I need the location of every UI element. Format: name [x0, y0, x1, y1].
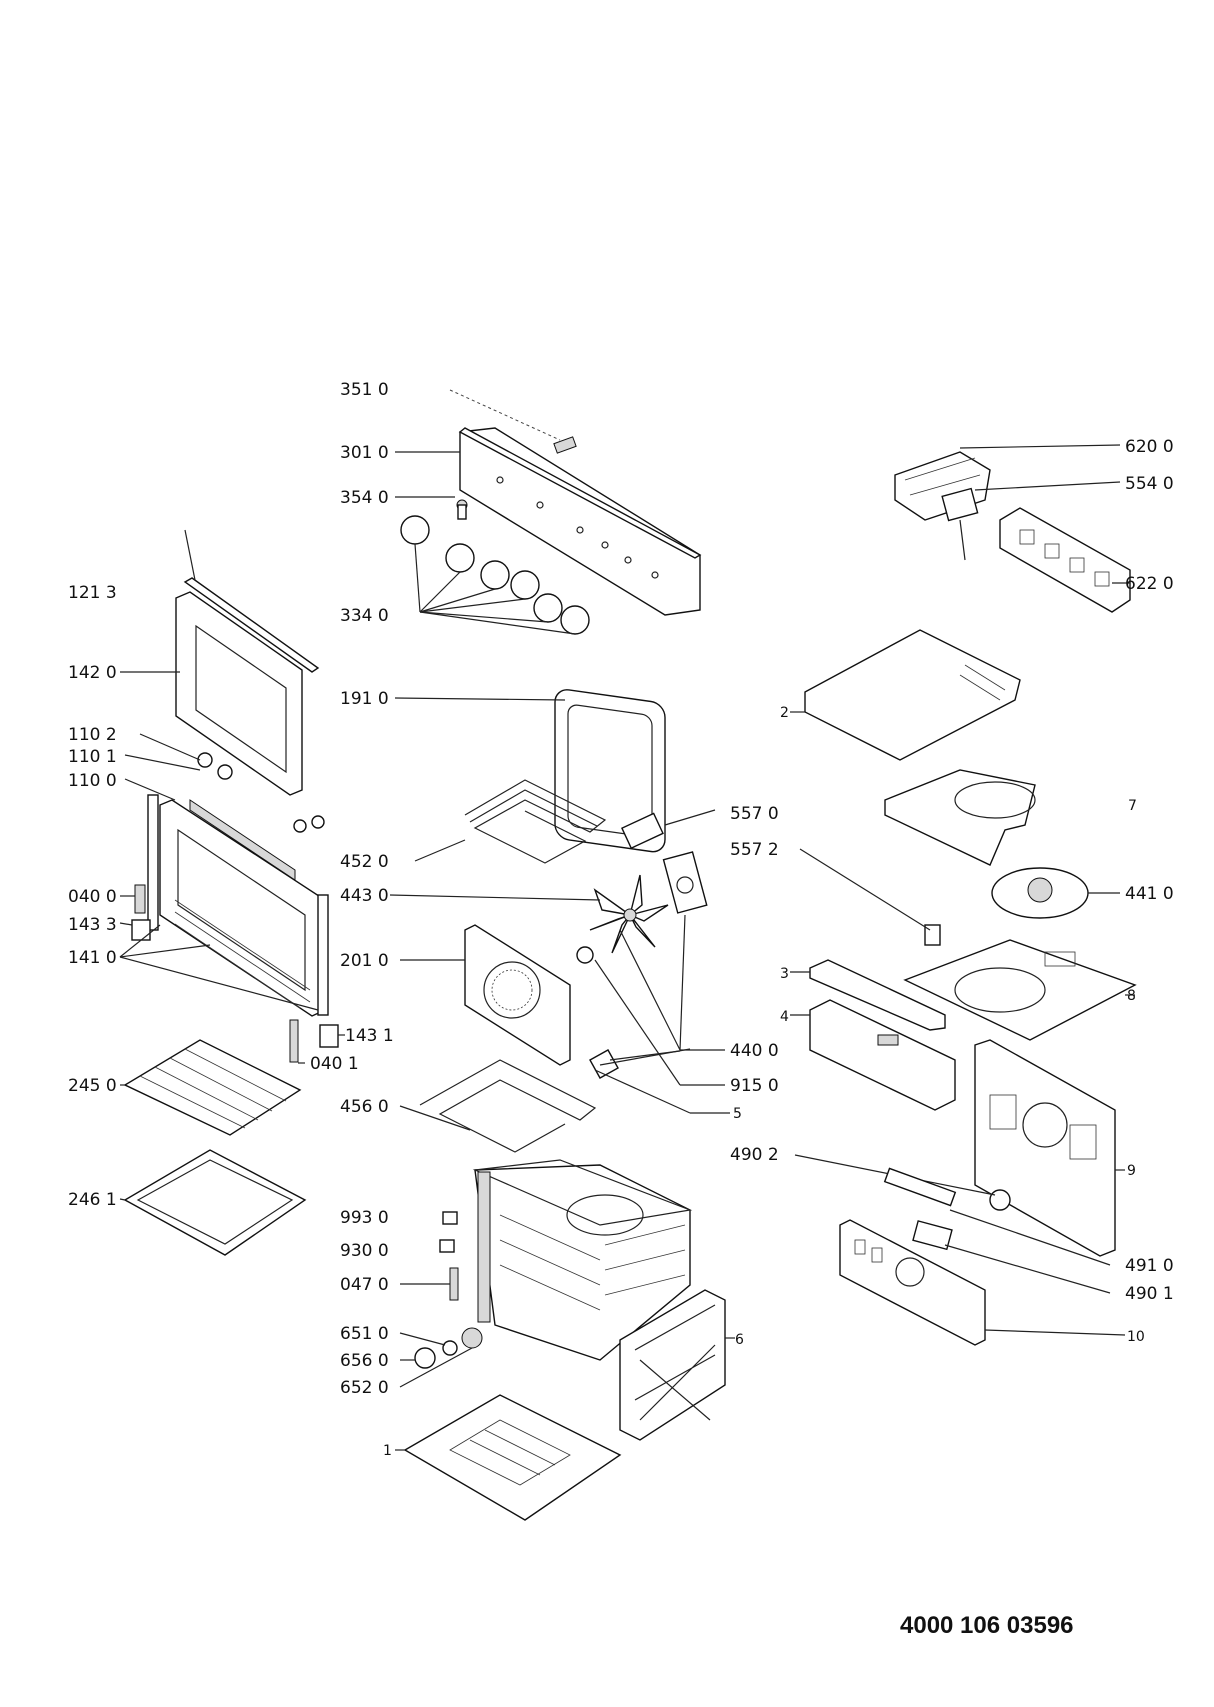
- switch-620: [894, 444, 1121, 521]
- label-040-0: 040 0: [68, 887, 117, 907]
- label-656-0: 656 0: [340, 1351, 389, 1371]
- label-620-0: 620 0: [1125, 437, 1174, 457]
- door-gasket-191: [394, 689, 666, 853]
- hinges-040-143: [131, 884, 339, 1063]
- label-491-0: 491 0: [1125, 1256, 1174, 1276]
- label-452-0: 452 0: [340, 852, 389, 872]
- label-651-0: 651 0: [340, 1324, 389, 1344]
- lamp-557: [621, 809, 716, 850]
- screw-351: [449, 389, 577, 454]
- rail-3: [790, 959, 946, 1031]
- fan-shroud-7: [884, 769, 1036, 866]
- outer-door-glass-142: [175, 591, 303, 796]
- inner-door-panel-141: [159, 799, 326, 1017]
- label-142-0: 142 0: [68, 663, 117, 683]
- bracket-557-2: [799, 848, 941, 946]
- label-490-1: 490 1: [1125, 1284, 1174, 1304]
- rear-panel-9: [974, 1039, 1125, 1257]
- label-7: 7: [1128, 798, 1137, 814]
- label-456-0: 456 0: [340, 1097, 389, 1117]
- circular-element-456: [399, 1049, 619, 1153]
- label-040-1: 040 1: [310, 1054, 359, 1074]
- top-cover-2: [790, 629, 1021, 761]
- label-652-0: 652 0: [340, 1378, 389, 1398]
- fan-motor-557-2: [662, 851, 708, 914]
- label-301-0: 301 0: [340, 443, 389, 463]
- label-2: 2: [780, 705, 789, 721]
- label-8: 8: [1127, 988, 1136, 1004]
- label-441-0: 441 0: [1125, 884, 1174, 904]
- label-5: 5: [733, 1106, 742, 1122]
- thermostat-knob-651-656-652: [399, 1327, 483, 1388]
- wire-rack-245: [120, 1039, 302, 1136]
- label-443-0: 443 0: [340, 886, 389, 906]
- fan-cover-201: [400, 924, 571, 1066]
- label-490-2: 490 2: [730, 1145, 779, 1165]
- small-parts-993-930-047: [400, 1211, 459, 1301]
- label-141-0: 141 0: [68, 948, 117, 968]
- label-4: 4: [780, 1009, 789, 1025]
- bottom-panel-1: [395, 1394, 622, 1521]
- switch-554: [941, 481, 1121, 561]
- label-121-3: 121 3: [68, 583, 117, 603]
- label-622-0: 622 0: [1125, 574, 1174, 594]
- label-557-0: 557 0: [730, 804, 779, 824]
- callout-lines-left: [119, 529, 345, 1064]
- terminal-block-491: [883, 1167, 1111, 1266]
- callout-lines-center: [594, 914, 730, 1114]
- side-panel-6: [619, 1289, 735, 1441]
- label-554-0: 554 0: [1125, 474, 1174, 494]
- part-490-1: [912, 1220, 1111, 1294]
- label-9: 9: [1127, 1163, 1136, 1179]
- label-201-0: 201 0: [340, 951, 389, 971]
- knobs-334: [400, 515, 590, 635]
- rail-4: [790, 999, 956, 1111]
- label-930-0: 930 0: [340, 1241, 389, 1261]
- top-plate-8: [903, 939, 1137, 1041]
- label-191-0: 191 0: [340, 689, 389, 709]
- control-panel-301: [458, 427, 702, 616]
- label-246-1: 246 1: [68, 1190, 117, 1210]
- label-3: 3: [780, 966, 789, 982]
- cooling-fan-441: [991, 867, 1120, 919]
- label-557-2: 557 2: [730, 840, 779, 860]
- label-351-0: 351 0: [340, 380, 389, 400]
- label-1: 1: [383, 1443, 392, 1459]
- screw-354: [456, 499, 468, 520]
- label-245-0: 245 0: [68, 1076, 117, 1096]
- baking-tray-246: [119, 1149, 307, 1256]
- drawing-number: 4000 106 03596: [900, 1612, 1074, 1639]
- label-915-0: 915 0: [730, 1076, 779, 1096]
- label-110-2: 110 2: [68, 725, 117, 745]
- label-440-0: 440 0: [730, 1041, 779, 1061]
- label-143-1: 143 1: [345, 1026, 394, 1046]
- label-10: 10: [1127, 1329, 1145, 1345]
- label-993-0: 993 0: [340, 1208, 389, 1228]
- control-board-10: [839, 1219, 1126, 1346]
- label-354-0: 354 0: [340, 488, 389, 508]
- label-110-1: 110 1: [68, 747, 117, 767]
- spacer-915: [576, 946, 594, 964]
- label-047-0: 047 0: [340, 1275, 389, 1295]
- oven-cavity: [472, 1159, 693, 1361]
- label-6: 6: [735, 1332, 744, 1348]
- fan-blade-443: [389, 874, 669, 954]
- label-110-0: 110 0: [68, 771, 117, 791]
- switch-block-622: [999, 507, 1131, 613]
- top-heating-element-452: [414, 779, 607, 864]
- door-spacers-110: [197, 752, 325, 833]
- label-334-0: 334 0: [340, 606, 389, 626]
- label-143-3: 143 3: [68, 915, 117, 935]
- door-top-trim-121: [183, 577, 320, 673]
